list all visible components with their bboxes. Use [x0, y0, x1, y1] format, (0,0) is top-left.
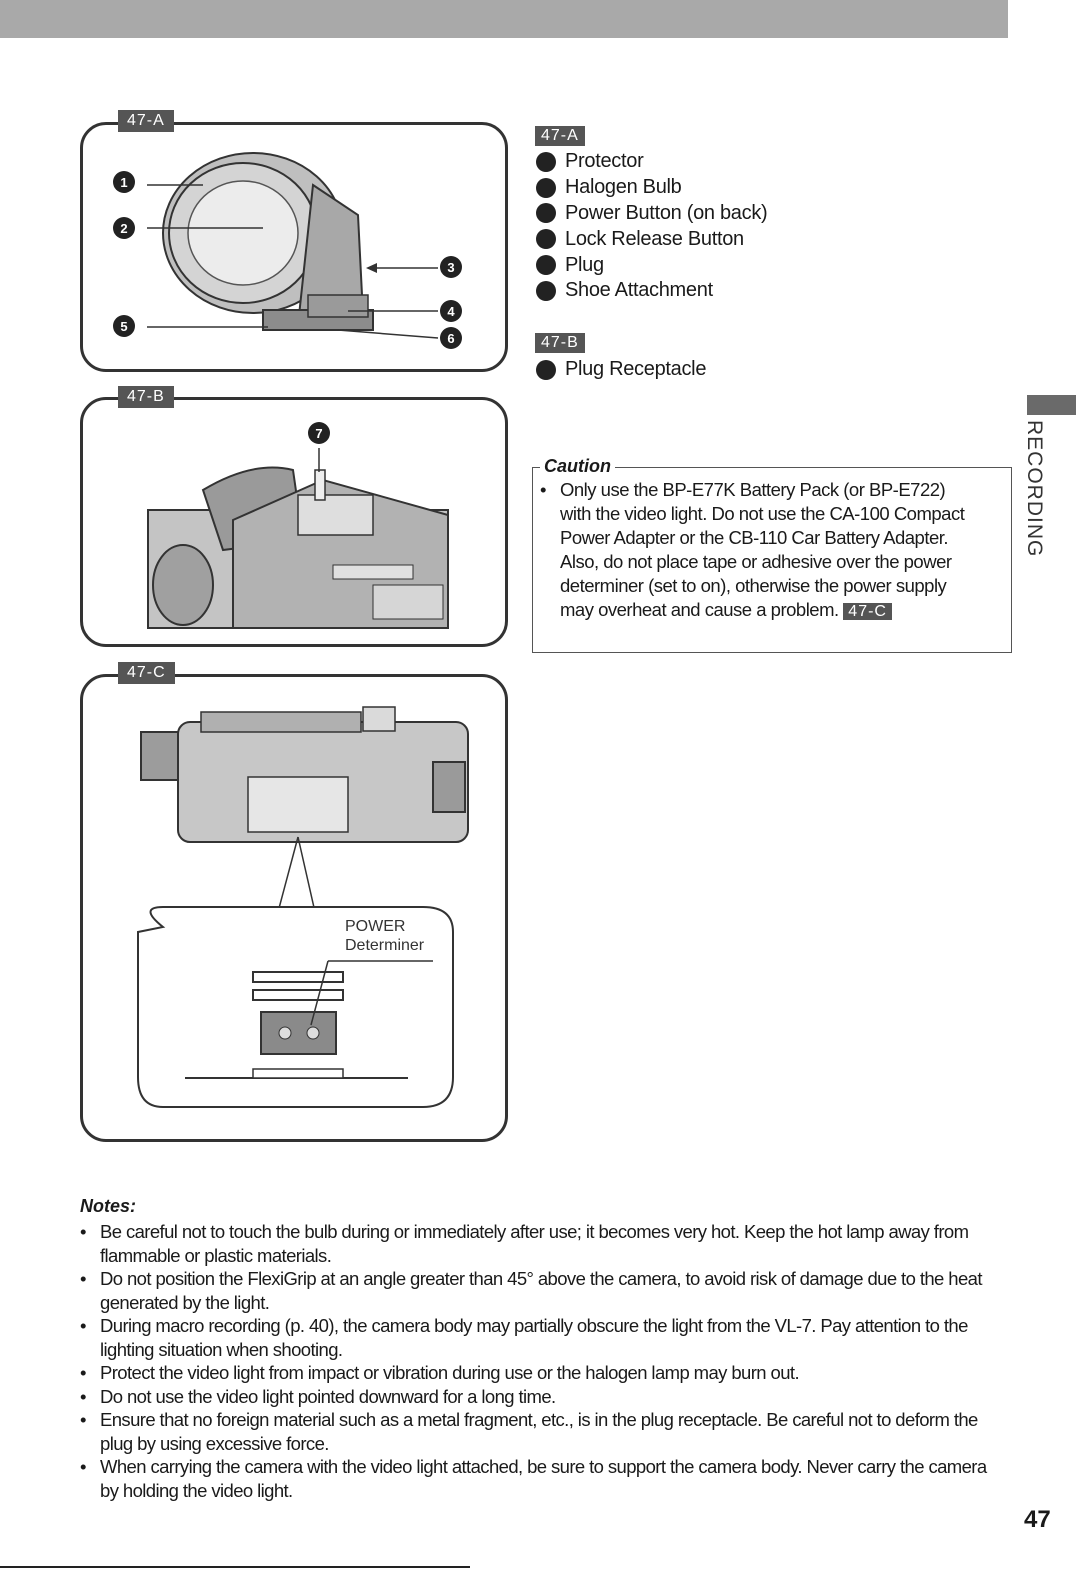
- section-tab-marker: [1027, 395, 1076, 415]
- caution-ref-tag: 47-C: [843, 603, 892, 620]
- parts-list-47b: Plug Receptacle: [536, 357, 706, 383]
- header-bar: [0, 0, 1008, 38]
- list-item: Lock Release Button: [536, 226, 767, 252]
- figure-47c-frame: POWER Determiner: [80, 674, 508, 1142]
- callout-bullet: [536, 203, 556, 224]
- figure-47a-frame: 1 2 3 4 5 6: [80, 122, 508, 372]
- part-label: Plug: [565, 253, 604, 276]
- list-item: Ensure that no foreign material such as …: [80, 1408, 1005, 1455]
- part-label: Plug Receptacle: [565, 358, 707, 381]
- callout-bullet: [536, 229, 556, 250]
- callout-bullet: [536, 151, 556, 172]
- list-item: Do not position the FlexiGrip at an angl…: [80, 1267, 1005, 1314]
- list-item: Plug: [536, 252, 767, 278]
- notes-title: Notes:: [80, 1196, 137, 1216]
- power-label: POWER: [345, 918, 406, 935]
- list-item: Do not use the video light pointed downw…: [80, 1385, 1005, 1409]
- list-item: When carrying the camera with the video …: [80, 1455, 1005, 1502]
- parts-list-47a: Protector Halogen Bulb Power Button (on …: [536, 149, 768, 304]
- section-side-tab: RECORDING: [1023, 420, 1046, 558]
- part-label: Power Button (on back): [565, 201, 768, 224]
- figure-47b-tag: 47-B: [118, 386, 174, 408]
- part-label: Shoe Attachment: [565, 279, 713, 302]
- video-light-illustration: [147, 152, 439, 339]
- list-item: Protector: [536, 149, 767, 175]
- parts-47a-tag: 47-A: [535, 126, 585, 146]
- callout-bullet: [536, 359, 556, 380]
- bullet: •: [540, 479, 546, 500]
- callout-6: 6: [440, 327, 462, 349]
- list-item: Halogen Bulb: [536, 175, 767, 201]
- list-item: During macro recording (p. 40), the came…: [80, 1314, 1005, 1361]
- callout-7: 7: [308, 422, 330, 444]
- callout-1: 1: [113, 171, 135, 193]
- figure-47c-tag: 47-C: [118, 662, 175, 684]
- figure-47a-tag: 47-A: [118, 110, 174, 132]
- part-label: Protector: [565, 150, 644, 173]
- caution-body: Only use the BP-E77K Battery Pack (or BP…: [560, 479, 965, 620]
- callout-4: 4: [440, 300, 462, 322]
- page-number: 47: [1024, 1506, 1051, 1533]
- determiner-label: Determiner: [345, 937, 425, 954]
- callout-5: 5: [113, 315, 135, 337]
- camera-battery-illustration: [137, 706, 469, 1108]
- caution-text: • Only use the BP-E77K Battery Pack (or …: [540, 478, 980, 624]
- callout-bullet: [536, 177, 556, 198]
- camera-shoe-illustration: [147, 448, 449, 629]
- list-item: Shoe Attachment: [536, 278, 767, 304]
- part-label: Halogen Bulb: [565, 176, 682, 199]
- notes-list: Be careful not to touch the bulb during …: [80, 1220, 1005, 1502]
- list-item: Power Button (on back): [536, 201, 768, 227]
- caution-title: Caution: [540, 456, 615, 477]
- callout-2: 2: [113, 217, 135, 239]
- callout-bullet: [536, 280, 556, 301]
- figure-47b-frame: 7: [80, 397, 508, 647]
- list-item: Protect the video light from impact or v…: [80, 1361, 1005, 1385]
- footer-rule: [0, 1566, 470, 1568]
- caution-box: [532, 467, 1012, 653]
- callout-3: 3: [440, 256, 462, 278]
- part-label: Lock Release Button: [565, 227, 744, 250]
- list-item: Plug Receptacle: [536, 357, 706, 383]
- list-item: Be careful not to touch the bulb during …: [80, 1220, 1005, 1267]
- callout-bullet: [536, 255, 556, 276]
- parts-47b-tag: 47-B: [535, 333, 585, 353]
